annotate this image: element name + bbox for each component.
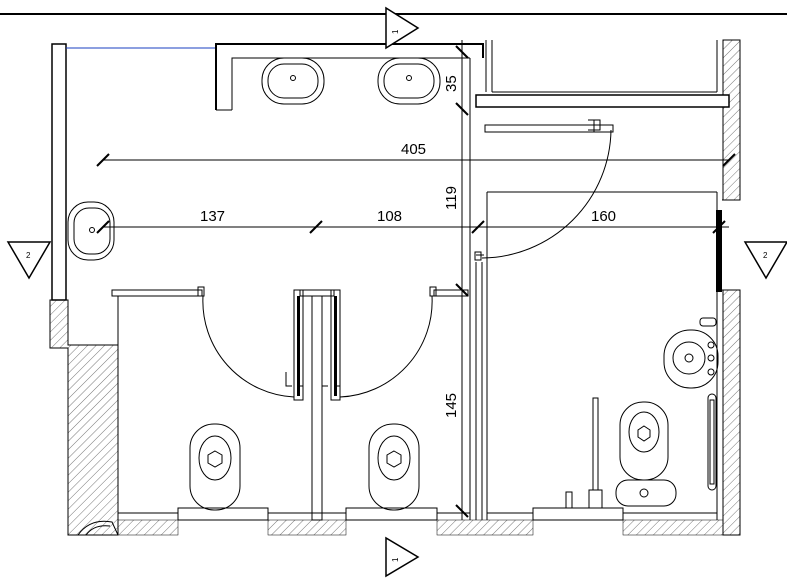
svg-text:1: 1 [391, 29, 400, 34]
accessible-door [474, 119, 614, 261]
svg-text:2: 2 [26, 251, 31, 260]
sink-1 [261, 57, 325, 105]
dim-stall-2-width: 108 [377, 208, 402, 225]
svg-text:2: 2 [763, 251, 768, 260]
dimension-lines [96, 40, 736, 520]
hatched-walls [49, 39, 741, 536]
dim-counter-depth: 35 [443, 75, 460, 92]
section-marker-left: 2 [6, 241, 52, 280]
wash-counter [215, 43, 484, 111]
accessible-toilet [532, 401, 677, 521]
dim-stall-depth: 145 [443, 393, 460, 418]
accessible-room-walls [469, 58, 740, 520]
left-wall [51, 43, 216, 301]
dim-accessible-room-width: 160 [591, 208, 616, 225]
sink-2 [377, 57, 441, 105]
stall-door-1 [202, 289, 304, 401]
section-marker-top: 1 [385, 6, 420, 50]
toilet-1 [177, 423, 269, 521]
grab-bars [556, 393, 717, 509]
accessible-sink [663, 317, 719, 389]
wall-sink [67, 201, 115, 261]
section-marker-bottom: 1 [385, 536, 420, 578]
section-marker-right: 2 [743, 241, 787, 280]
svg-text:1: 1 [391, 557, 400, 562]
glazing [475, 40, 730, 108]
toilet-2 [345, 423, 438, 521]
floor-drain [77, 520, 119, 536]
dim-stall-1-width: 137 [200, 208, 225, 225]
dim-overall-width: 405 [401, 141, 426, 158]
stall-partitions [111, 286, 717, 521]
dim-corridor-depth: 119 [443, 186, 460, 210]
stall-door-2 [321, 289, 433, 401]
